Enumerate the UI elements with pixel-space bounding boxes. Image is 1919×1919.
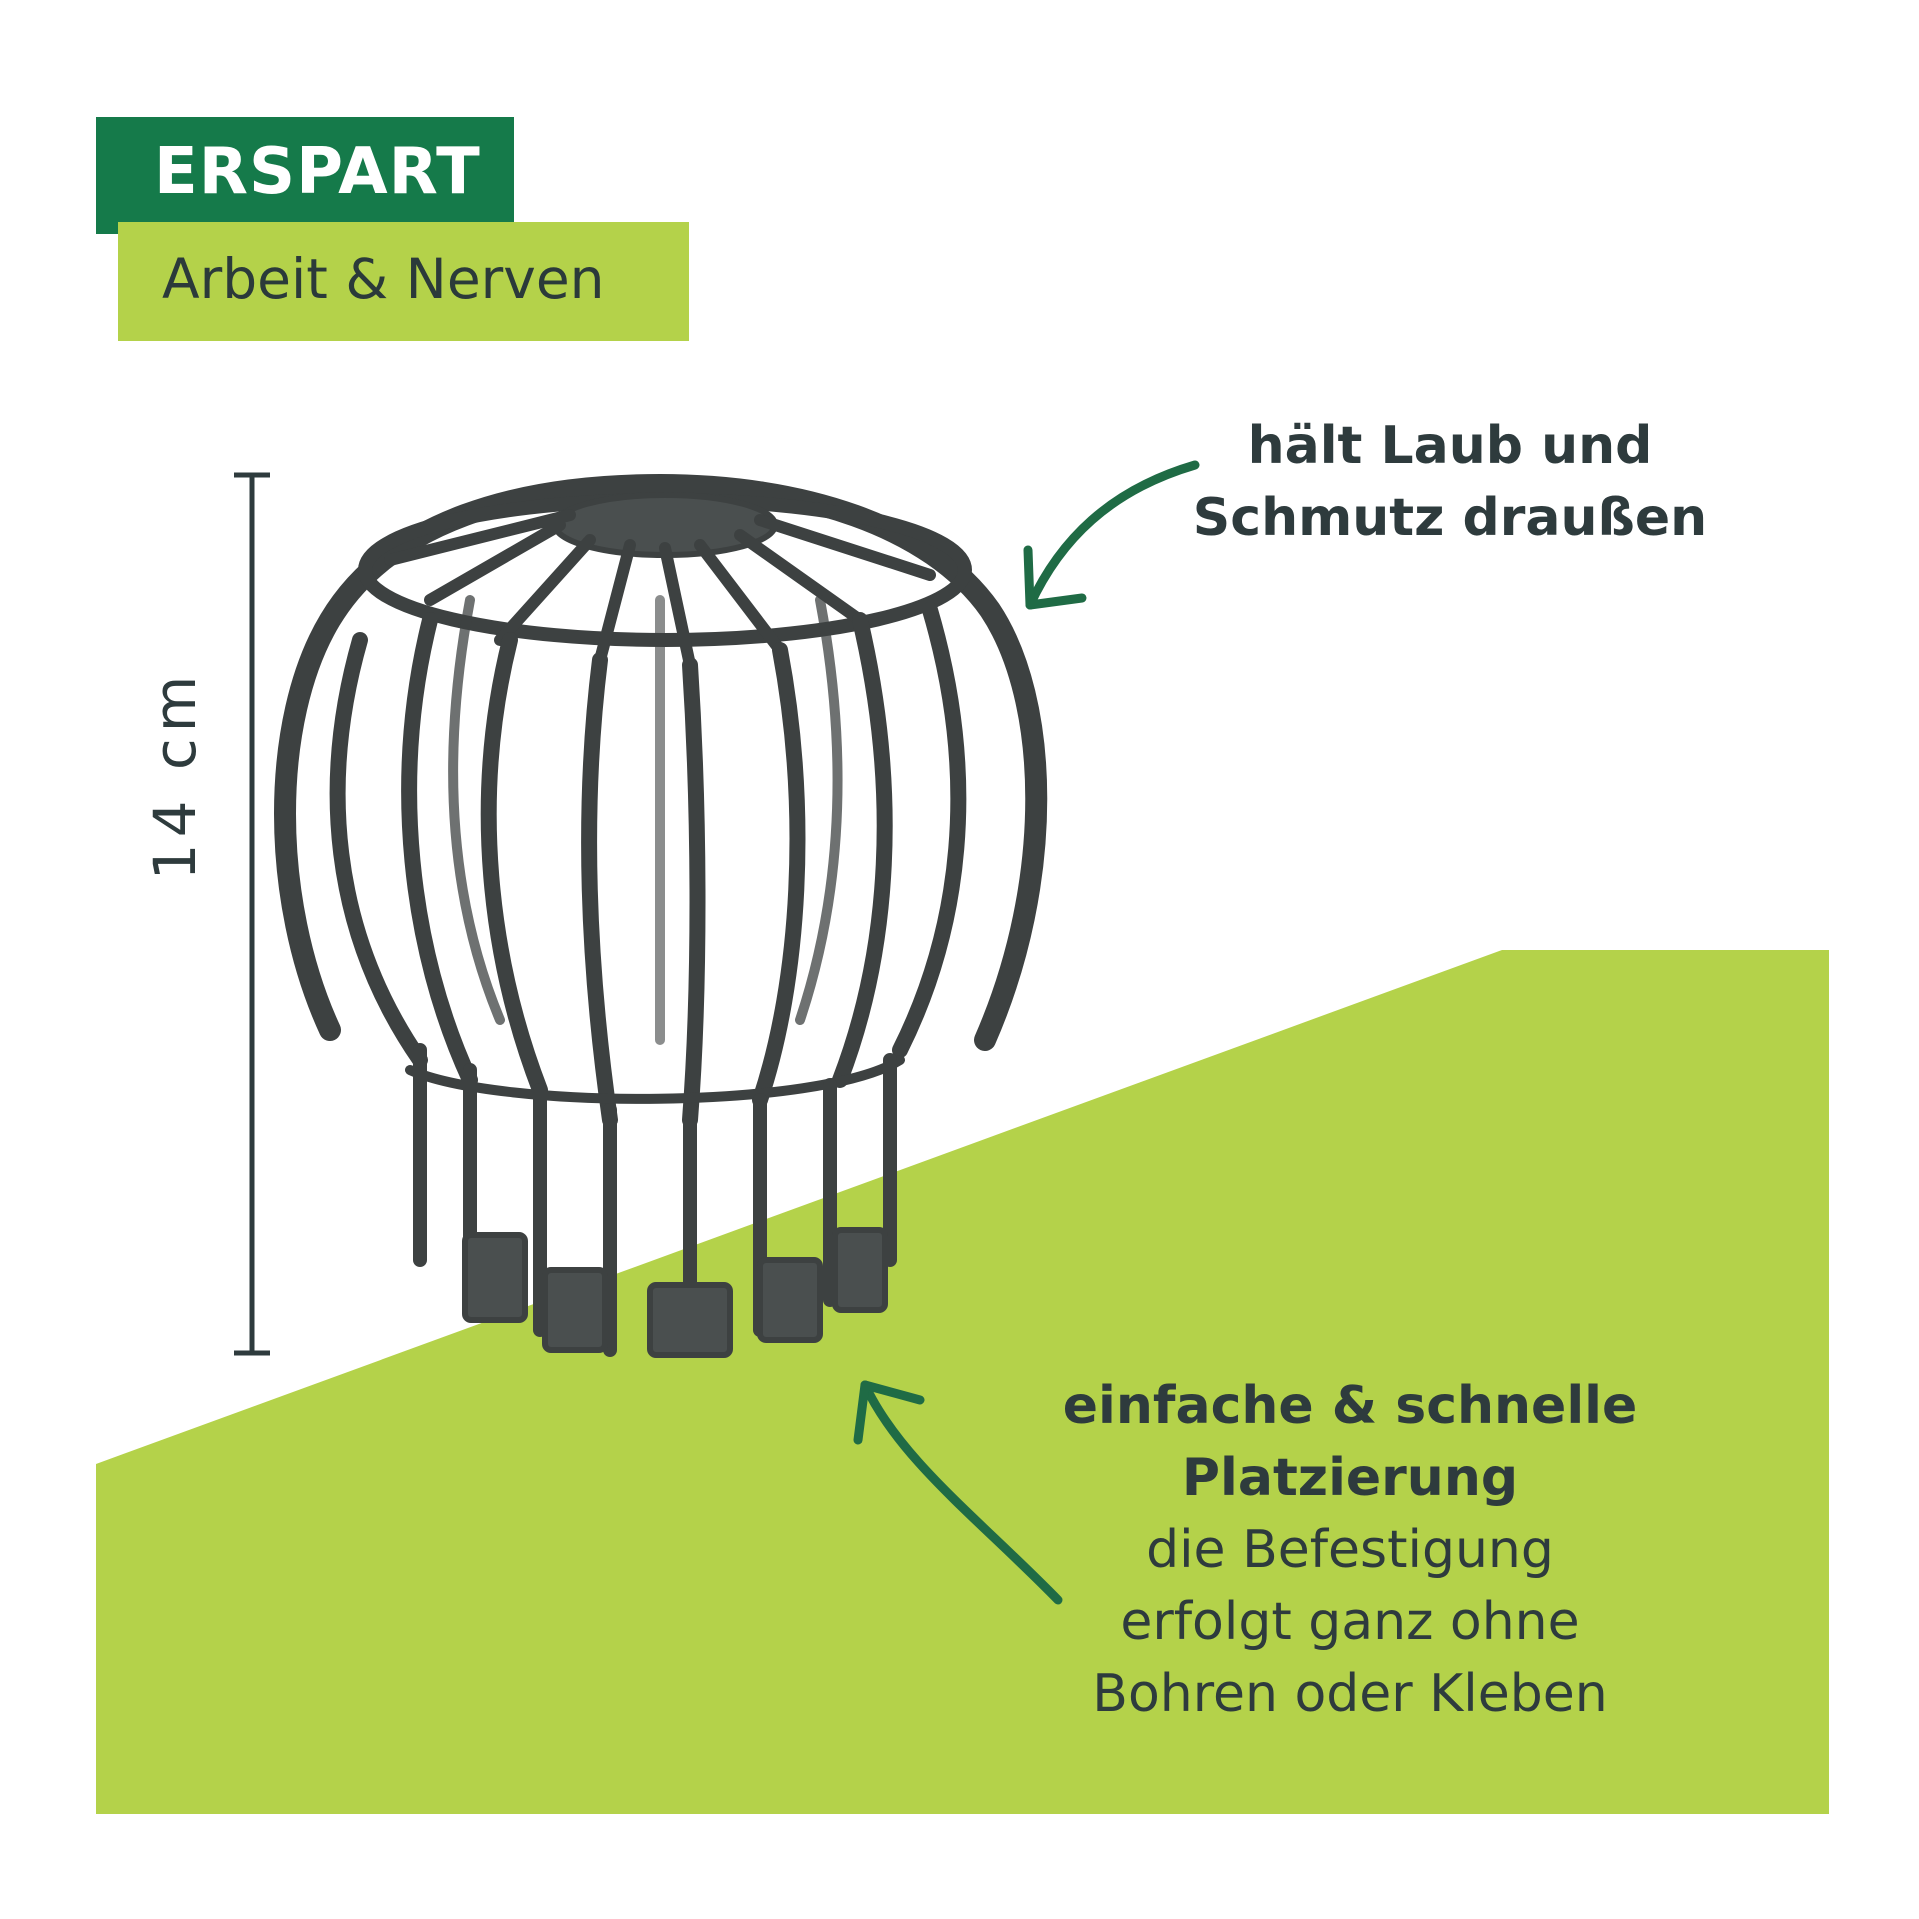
- callout-top-line-1: hält Laub und: [1247, 416, 1653, 476]
- callout-bottom-title-2: Platzierung: [1181, 1448, 1519, 1508]
- callout-top-line-2: Schmutz draußen: [1192, 488, 1708, 548]
- badge-subline: Arbeit & Nerven: [118, 222, 689, 341]
- dimension-line: [234, 472, 270, 1356]
- callout-easy-placement: einfache & schnelle Platzierung die Befe…: [1020, 1370, 1680, 1730]
- callout-bottom-body-2: erfolgt ganz ohne: [1120, 1592, 1580, 1652]
- badge-headline: ERSPART: [96, 117, 514, 234]
- curved-arrow-icon: [853, 1380, 1063, 1605]
- callout-keeps-leaves-out: hält Laub und Schmutz draußen: [1130, 410, 1770, 554]
- sloped-green-background: [96, 950, 1829, 1814]
- dimension-label: 14 cm: [141, 669, 209, 881]
- gutter-guard-basket-image: [274, 473, 1048, 1358]
- callout-bottom-title-1: einfache & schnelle: [1062, 1376, 1638, 1436]
- curved-arrow-icon: [1023, 460, 1200, 610]
- callout-bottom-body-1: die Befestigung: [1146, 1520, 1554, 1580]
- callout-bottom-body-3: Bohren oder Kleben: [1092, 1664, 1608, 1724]
